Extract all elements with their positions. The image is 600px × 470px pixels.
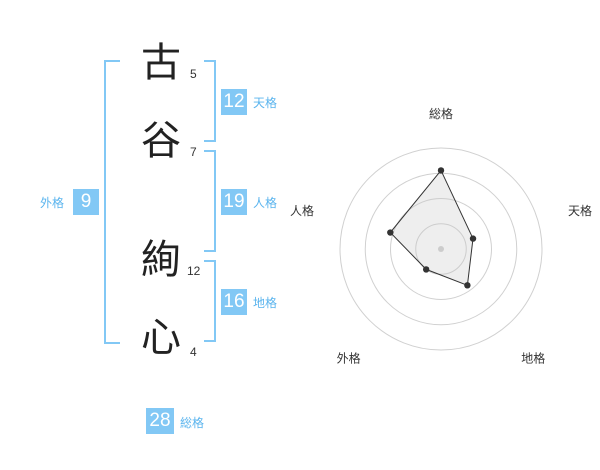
name-char-2: 谷	[141, 118, 181, 164]
name-char-4: 心	[141, 315, 181, 361]
jinkaku-label: 人格	[253, 196, 278, 210]
stroke-count-2: 7	[190, 145, 197, 159]
stroke-count-4: 4	[190, 345, 197, 359]
stroke-count-3: 12	[187, 264, 201, 278]
radar-axis-label-1: 総格	[429, 106, 453, 121]
jinkaku-bracket	[204, 150, 216, 252]
radar-axis-label-4: 外格	[337, 351, 361, 366]
soukaku-label: 総格	[180, 416, 205, 430]
radar-center	[438, 246, 444, 252]
chikaku-label: 地格	[253, 296, 278, 310]
stroke-count-1: 5	[190, 67, 197, 81]
jinkaku-value: 19	[221, 189, 247, 215]
radar-area	[389, 169, 474, 286]
radar-axis-label-3: 地格	[521, 351, 545, 366]
radar-axis-label-2: 天格	[568, 203, 592, 218]
name-char-3: 絢	[141, 237, 181, 283]
soukaku-value: 28	[146, 408, 174, 434]
tenkaku-bracket	[204, 60, 216, 142]
chikaku-value: 16	[221, 289, 247, 315]
radar-ring-1	[339, 147, 543, 351]
name-char-1: 古	[141, 40, 181, 86]
radar-axis-label-5: 人格	[290, 203, 314, 218]
gaikaku-value: 9	[73, 189, 99, 215]
radar-ring-4	[415, 223, 467, 275]
radar-point-1	[437, 167, 445, 174]
radar-ring-3	[390, 198, 492, 300]
radar-point-2	[469, 235, 477, 242]
radar-point-5	[387, 229, 394, 236]
tenkaku-value: 12	[221, 89, 247, 115]
gaikaku-bracket	[104, 60, 120, 344]
chikaku-bracket	[204, 260, 216, 342]
tenkaku-label: 天格	[253, 96, 278, 110]
radar-point-4	[422, 266, 430, 273]
gaikaku-label: 外格	[40, 196, 65, 210]
radar-point-3	[464, 282, 471, 289]
